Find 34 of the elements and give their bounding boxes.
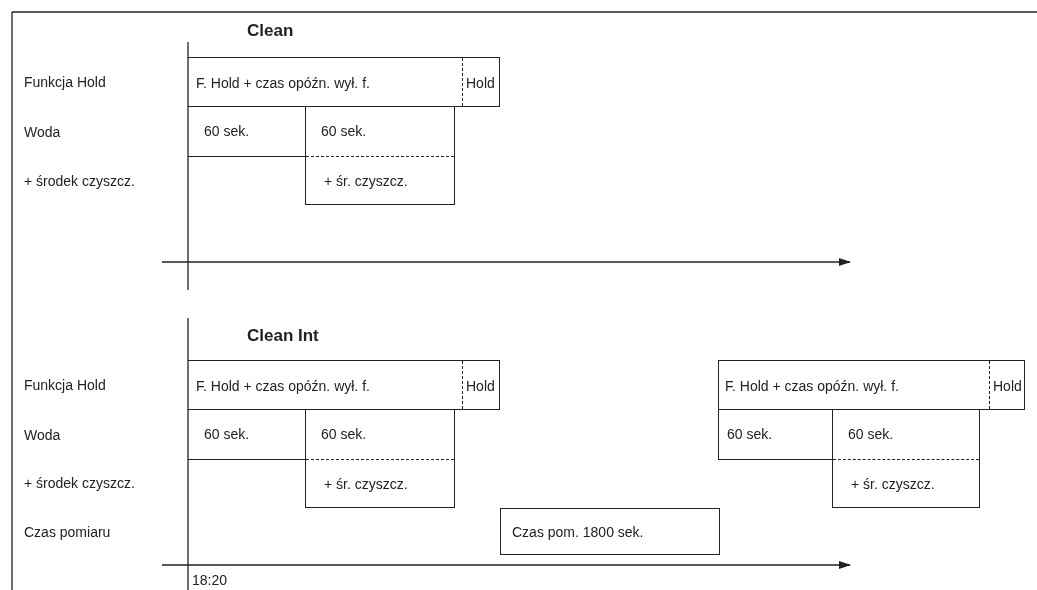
section-heading: Clean bbox=[247, 22, 294, 40]
timing-bar bbox=[718, 410, 832, 460]
bar-label: + śr. czyszcz. bbox=[324, 172, 408, 190]
bar-label: + śr. czyszcz. bbox=[324, 475, 408, 493]
bar-label: 60 sek. bbox=[204, 122, 250, 140]
bar-label: 60 sek. bbox=[321, 122, 367, 140]
bar-label: F. Hold + czas opóźn. wył. f. bbox=[725, 377, 899, 395]
row-label: + środek czyszcz. bbox=[24, 474, 135, 492]
row-label: Woda bbox=[24, 123, 61, 141]
timing-bar bbox=[188, 57, 500, 107]
bar-label: 60 sek. bbox=[204, 425, 250, 443]
bar-label: Hold bbox=[466, 74, 495, 92]
time-label: 18:20 bbox=[192, 571, 228, 589]
timing-bar bbox=[718, 360, 1025, 410]
bar-label: Czas pom. 1800 sek. bbox=[512, 523, 644, 541]
row-label: + środek czyszcz. bbox=[24, 172, 135, 190]
bar-label: 60 sek. bbox=[321, 425, 367, 443]
bar-label: Hold bbox=[993, 377, 1022, 395]
timing-bar bbox=[188, 360, 500, 410]
bar-label: 60 sek. bbox=[848, 425, 894, 443]
section-heading: Clean Int bbox=[247, 327, 319, 345]
bar-label: Hold bbox=[466, 377, 495, 395]
bar-label: + śr. czyszcz. bbox=[851, 475, 935, 493]
bar-label: 60 sek. bbox=[727, 425, 773, 443]
bar-label: F. Hold + czas opóźn. wył. f. bbox=[196, 74, 370, 92]
row-label: Funkcja Hold bbox=[24, 376, 106, 394]
timing-bar bbox=[500, 508, 720, 555]
timing-bar bbox=[832, 410, 980, 508]
row-label: Czas pomiaru bbox=[24, 523, 111, 541]
bar-label: F. Hold + czas opóźn. wył. f. bbox=[196, 377, 370, 395]
timing-bar bbox=[305, 107, 455, 205]
row-label: Funkcja Hold bbox=[24, 73, 106, 91]
timing-bar bbox=[305, 410, 455, 508]
row-label: Woda bbox=[24, 426, 61, 444]
